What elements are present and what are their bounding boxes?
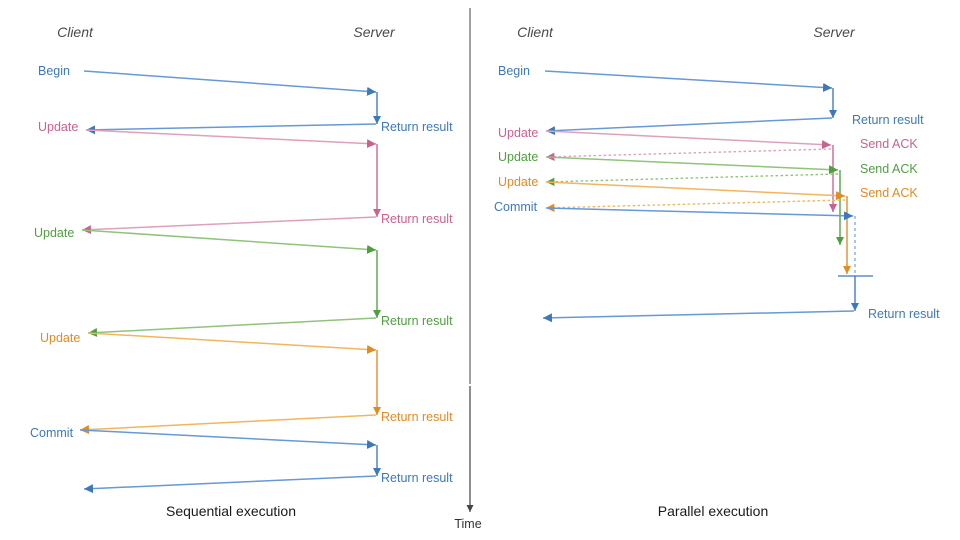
server-message-label: Send ACK: [860, 186, 918, 200]
server-message-label: Return result: [381, 471, 453, 485]
response-message-green: [87, 317, 377, 338]
ack-message-green: [545, 173, 839, 186]
response-message-blue: [542, 310, 855, 323]
request-message-pink: [545, 130, 832, 150]
client-message-label: Update: [34, 226, 74, 240]
time-axis-label: Time: [454, 517, 481, 531]
request-message-orange: [87, 332, 377, 354]
client-message-label: Update: [40, 331, 80, 345]
client-message-label: Commit: [30, 426, 74, 440]
server-message-label: Return result: [381, 410, 453, 424]
client-message-label: Commit: [494, 200, 538, 214]
ack-message-orange: [545, 199, 846, 212]
response-message-blue: [85, 123, 377, 135]
request-message-blue: [545, 207, 854, 221]
lifeline-header-server: Server: [353, 24, 396, 40]
request-message-green: [545, 156, 839, 175]
server-message-label: Send ACK: [860, 162, 918, 176]
server-message-label: Return result: [381, 212, 453, 226]
client-message-label: Update: [38, 120, 78, 134]
response-message-blue: [83, 475, 377, 494]
client-message-label: Begin: [498, 64, 530, 78]
server-message-label: Return result: [381, 314, 453, 328]
request-message-blue: [544, 70, 833, 92]
request-message-blue: [79, 429, 377, 450]
server-message-label: Return result: [868, 307, 940, 321]
panel-caption-parallel: Parallel execution: [658, 503, 769, 519]
client-message-label: Update: [498, 150, 538, 164]
client-message-label: Update: [498, 126, 538, 140]
lifeline-header-client: Client: [57, 24, 94, 40]
server-message-label: Return result: [381, 120, 453, 134]
panel-caption-sequential: Sequential execution: [166, 503, 296, 519]
client-message-label: Update: [498, 175, 538, 189]
response-message-pink: [81, 216, 377, 235]
lifeline-header-server: Server: [813, 24, 856, 40]
response-message-blue: [545, 117, 833, 136]
ack-message-pink: [545, 148, 832, 161]
request-message-blue: [83, 70, 377, 96]
server-message-label: Send ACK: [860, 137, 918, 151]
lifeline-header-client: Client: [517, 24, 554, 40]
request-message-orange: [545, 181, 846, 201]
request-message-green: [81, 229, 377, 254]
response-message-orange: [79, 414, 377, 435]
server-message-label: Return result: [852, 113, 924, 127]
request-message-pink: [85, 129, 377, 149]
client-message-label: Begin: [38, 64, 70, 78]
